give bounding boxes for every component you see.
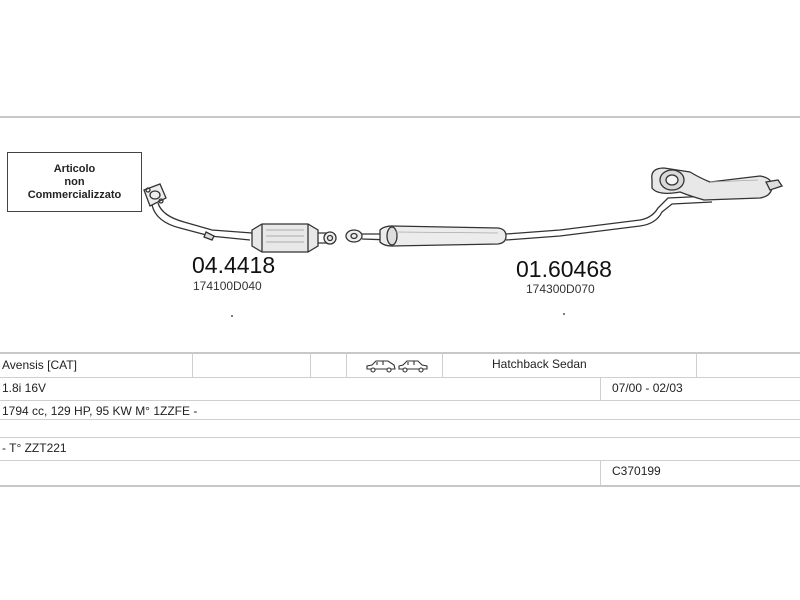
note-line-2: non <box>64 175 85 188</box>
center-resonator <box>379 225 507 247</box>
not-available-note: Articolo non Commercializzato <box>7 152 142 212</box>
note-line-3: Commercializzato <box>27 188 122 201</box>
exhaust-system-diagram <box>143 167 784 253</box>
oem-number-rear: 174300D070 <box>526 282 595 296</box>
row-divider <box>0 419 800 420</box>
production-years: 07/00 - 02/03 <box>612 381 683 395</box>
oem-number-front: 174100D040 <box>193 279 262 293</box>
engine-specs: 1794 cc, 129 HP, 95 KW M° 1ZZFE - <box>2 404 198 418</box>
body-type-label: Hatchback Sedan <box>492 357 587 371</box>
row-divider <box>0 377 800 378</box>
row-divider <box>0 437 800 438</box>
engine-label: 1.8i 16V <box>2 381 47 395</box>
mid-flange <box>345 229 363 243</box>
part-number-rear[interactable]: 01.60468 <box>516 256 612 282</box>
hatchback-car-icon <box>366 360 396 373</box>
catalog-code: C370199 <box>612 464 661 478</box>
catalytic-converter <box>251 223 337 253</box>
manifold-flange <box>143 183 167 207</box>
vehicle-model: Avensis [CAT] <box>2 358 77 372</box>
col-divider <box>192 353 193 377</box>
top-divider <box>0 116 800 118</box>
row-divider <box>0 400 800 401</box>
col-divider <box>600 460 601 485</box>
col-divider <box>442 353 443 377</box>
vehicle-type: - T° ZZT221 <box>2 441 67 455</box>
col-divider <box>600 377 601 400</box>
table-bottom-border <box>0 485 800 487</box>
col-divider <box>346 353 347 377</box>
col-divider <box>696 353 697 377</box>
sedan-car-icon <box>398 360 428 373</box>
body-style-icons <box>366 358 428 374</box>
note-line-1: Articolo <box>53 162 96 175</box>
leader-dot <box>231 315 233 317</box>
part-number-front[interactable]: 04.4418 <box>192 252 276 278</box>
front-pipe <box>151 204 251 241</box>
col-divider <box>310 353 311 377</box>
leader-dot <box>563 313 565 315</box>
row-divider <box>0 460 800 461</box>
rear-silencer <box>651 167 784 201</box>
table-top-border <box>0 352 800 354</box>
rear-pipe <box>505 195 713 241</box>
